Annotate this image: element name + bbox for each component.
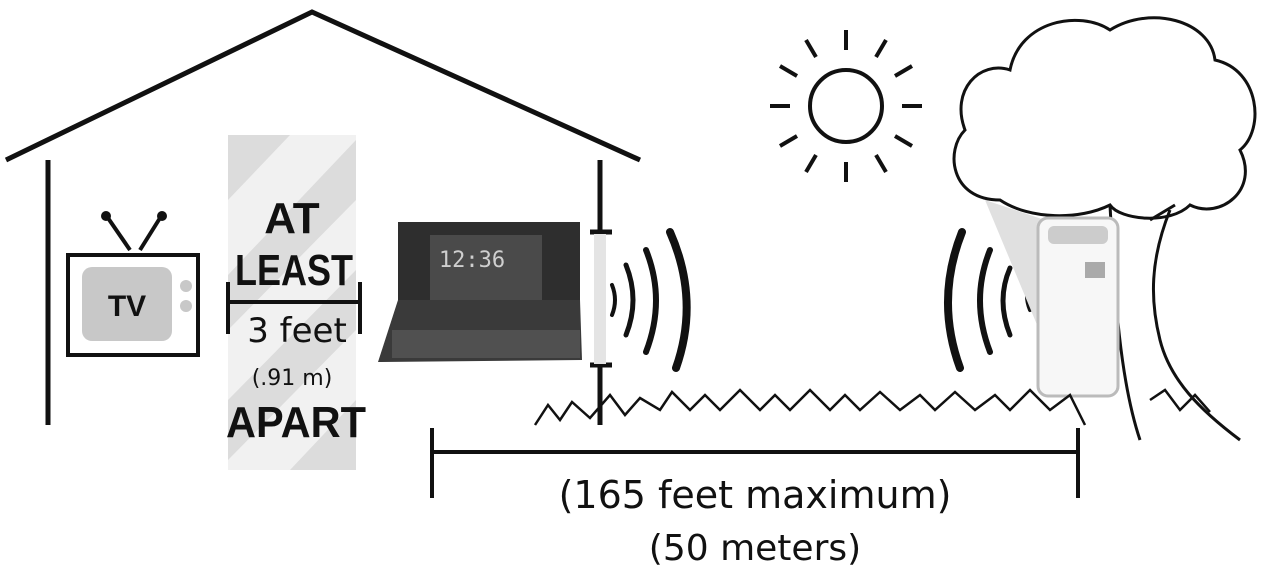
distance-text: 3 feet (247, 311, 347, 351)
grass-line (533, 388, 1211, 426)
separation-dimension-line (226, 282, 362, 334)
outdoor-sensor-device (1036, 216, 1120, 398)
base-station-device (378, 222, 582, 362)
window-gap (594, 234, 606, 364)
range-dimension-line (430, 428, 1080, 498)
signal-waves-base (610, 228, 691, 372)
tv-icon (66, 211, 200, 357)
range-metric-text: (50 meters) (649, 528, 861, 569)
clock-display: 12:36 (439, 248, 505, 273)
tv-label: TV (108, 290, 146, 323)
at-text: AT (264, 194, 320, 243)
house-outline (4, 9, 642, 425)
range-imperial-text: (165 feet maximum) (559, 473, 952, 517)
least-text: LEAST (235, 246, 353, 295)
sun-icon (770, 30, 922, 182)
apart-text: APART (226, 398, 366, 447)
metric-distance-text: (.91 m) (252, 366, 333, 391)
tree-icon (952, 16, 1257, 442)
